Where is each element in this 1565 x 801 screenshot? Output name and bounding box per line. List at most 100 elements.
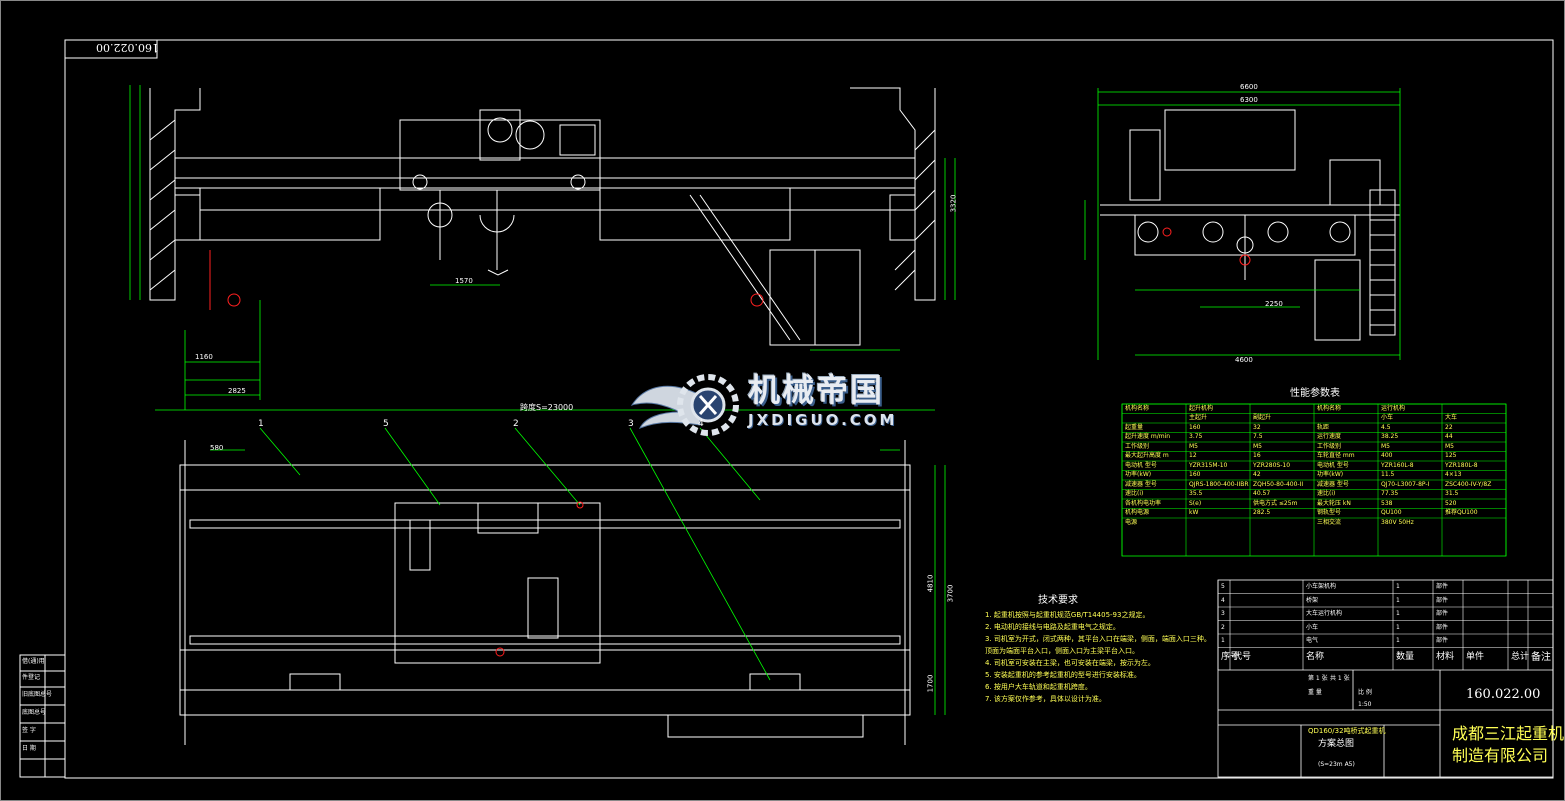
parts-header-cell: 代号 bbox=[1233, 651, 1252, 662]
perf-cell: 轨距 bbox=[1317, 423, 1330, 431]
perf-cell: QJ70-L3007-8P-I bbox=[1381, 480, 1430, 488]
drawing-border bbox=[64, 39, 1554, 779]
perf-cell: ZQH50-80-400-II bbox=[1253, 480, 1304, 488]
perf-cell: 42 bbox=[1253, 471, 1261, 478]
parts-cell: 部件 bbox=[1436, 583, 1449, 590]
parts-cell: 1 bbox=[1221, 637, 1225, 644]
perf-cell: 供电方式 ≤25m bbox=[1253, 499, 1298, 507]
side-block-label-5: 签 字 bbox=[22, 727, 36, 734]
parts-header-cell: 总计 bbox=[1511, 651, 1530, 662]
parts-header-cell: 数量 bbox=[1396, 651, 1415, 662]
perf-cell: 7.5 bbox=[1253, 433, 1263, 440]
perf-cell: 125 bbox=[1445, 452, 1457, 459]
perf-cell: 速比(i) bbox=[1317, 490, 1336, 497]
parts-cell: 1 bbox=[1396, 637, 1400, 644]
perf-cell: 538 bbox=[1381, 499, 1393, 507]
weight-label: 重 量 bbox=[1308, 689, 1322, 696]
dim-6600: 6600 bbox=[1240, 83, 1258, 91]
parts-cell: 5 bbox=[1221, 583, 1225, 590]
sheet-label: 第 1 张 bbox=[1308, 675, 1328, 682]
access-ladder bbox=[689, 194, 861, 346]
perf-cell: 16 bbox=[1253, 452, 1261, 459]
part-callout-5: 5 bbox=[383, 419, 389, 429]
perf-cell: 最大起升高度 m bbox=[1125, 452, 1169, 459]
code-box bbox=[64, 39, 158, 59]
red-components bbox=[209, 250, 764, 310]
side-block-label-1: 借(通)用 bbox=[22, 658, 45, 665]
note-item: 5. 安装起重机的参考起重机的型号进行安装标准。 bbox=[985, 671, 1141, 679]
parts-cell: 4 bbox=[1221, 596, 1225, 604]
note-item: 4. 司机室可安装在主梁，也可安装在端梁，按示为左。 bbox=[985, 659, 1155, 667]
perf-cell: 77.35 bbox=[1381, 490, 1399, 497]
parts-cell: 大车运行机构 bbox=[1306, 610, 1343, 617]
perf-cell: 机构名称 bbox=[1125, 404, 1150, 412]
parts-cell: 1 bbox=[1396, 623, 1400, 631]
perf-cell: 推荐QU100 bbox=[1445, 509, 1478, 516]
perf-cell: 3.75 bbox=[1189, 433, 1203, 440]
perf-cell: S(e) bbox=[1189, 499, 1202, 507]
plan-red-components bbox=[495, 501, 584, 657]
dim-4600: 4600 bbox=[1235, 356, 1253, 364]
note-item: 顶面为端面平台入口，侧面入口为主梁平台入口。 bbox=[985, 647, 1139, 655]
side-dimensions bbox=[1084, 88, 1401, 360]
note-item: 7. 该方案仅作参考，具体以设计为准。 bbox=[985, 695, 1106, 703]
parts-cell: 部件 bbox=[1436, 637, 1449, 644]
dim-1570: 1570 bbox=[455, 277, 473, 285]
perf-cell: 起重量 bbox=[1125, 423, 1144, 431]
note-item: 6. 按用户大车轨道和起重机跨度。 bbox=[985, 683, 1092, 691]
drawing-code-rotated: 160.022.00 bbox=[96, 41, 159, 54]
drawing-title-1: QD160/32吨桥式起重机 bbox=[1308, 727, 1386, 735]
perf-cell: 40.57 bbox=[1253, 490, 1271, 497]
leader-lines bbox=[210, 427, 946, 715]
perf-cell: 减速器 型号 bbox=[1125, 480, 1157, 488]
parts-cell: 小车架机构 bbox=[1306, 583, 1337, 590]
dim-1160: 1160 bbox=[195, 353, 213, 361]
watermark-cn: 机械帝国 bbox=[748, 371, 885, 409]
dim-span: 跨度S=23000 bbox=[520, 403, 574, 412]
perf-cell: kW bbox=[1189, 509, 1199, 516]
dim-3700: 3700 bbox=[946, 584, 955, 603]
part-callout-1: 1 bbox=[258, 419, 264, 429]
perf-cell: M5 bbox=[1381, 442, 1390, 450]
front-elevation bbox=[129, 85, 956, 411]
perf-cell: 减速器 型号 bbox=[1317, 480, 1349, 488]
perf-cell: 282.5 bbox=[1253, 509, 1271, 516]
perf-cell: 160 bbox=[1189, 471, 1201, 478]
drawing-code: 160.022.00 bbox=[1466, 687, 1541, 702]
company-name-2: 制造有限公司 bbox=[1452, 746, 1549, 765]
perf-cell: 大车 bbox=[1445, 414, 1458, 421]
perf-cell: 机构名称 bbox=[1317, 404, 1342, 412]
perf-cell: 400 bbox=[1381, 452, 1393, 459]
perf-cell: YZR315M-10 bbox=[1189, 461, 1228, 469]
parts-header-cell: 单件 bbox=[1466, 651, 1485, 662]
scale-value: 1:50 bbox=[1358, 701, 1372, 708]
side-block-label-4: 底图总号 bbox=[22, 709, 47, 716]
perf-cell: 12 bbox=[1189, 452, 1197, 459]
parts-cell: 部件 bbox=[1436, 623, 1449, 631]
perf-cell: 520 bbox=[1445, 499, 1457, 507]
sheets-label: 共 1 张 bbox=[1330, 675, 1350, 682]
perf-cell: QJRS-1800-400-IIBR bbox=[1189, 480, 1249, 488]
notes-list: 1. 起重机按照与起重机规范GB/T14405-93之规定。 2. 电动机的接线… bbox=[985, 612, 1211, 708]
perf-cell: 44 bbox=[1445, 433, 1453, 440]
perf-cell: 22 bbox=[1445, 423, 1453, 431]
perf-cell: 起升机构 bbox=[1189, 404, 1214, 412]
part-callout-3: 3 bbox=[628, 419, 634, 429]
perf-cell: YZR180L-8 bbox=[1445, 461, 1478, 469]
title-block-grid bbox=[1217, 579, 1554, 778]
perf-cell: 车轮直径 mm bbox=[1317, 452, 1355, 459]
side-block-label-2: 件登记 bbox=[22, 674, 41, 681]
main-girder bbox=[174, 157, 916, 241]
perf-cell: 4.5 bbox=[1381, 423, 1391, 431]
dim-6300: 6300 bbox=[1240, 96, 1258, 104]
perf-cell: 38.25 bbox=[1381, 433, 1399, 440]
perf-cell: 电动机 型号 bbox=[1125, 461, 1157, 469]
notes-title: 技术要求 bbox=[1038, 595, 1078, 606]
perf-cell: 钢轨型号 bbox=[1317, 509, 1342, 516]
perf-cell: ZSC400-IV-Y/8Z bbox=[1445, 480, 1492, 488]
perf-cell: 起升速度 m/min bbox=[1125, 433, 1171, 440]
perf-cell: YZR280S-10 bbox=[1253, 461, 1291, 469]
note-item: 3. 司机室为开式，闭式两种，其平台入口在端梁，侧面，端面入口三种。 bbox=[985, 635, 1211, 643]
perf-cell: 三相交流 bbox=[1317, 518, 1342, 526]
